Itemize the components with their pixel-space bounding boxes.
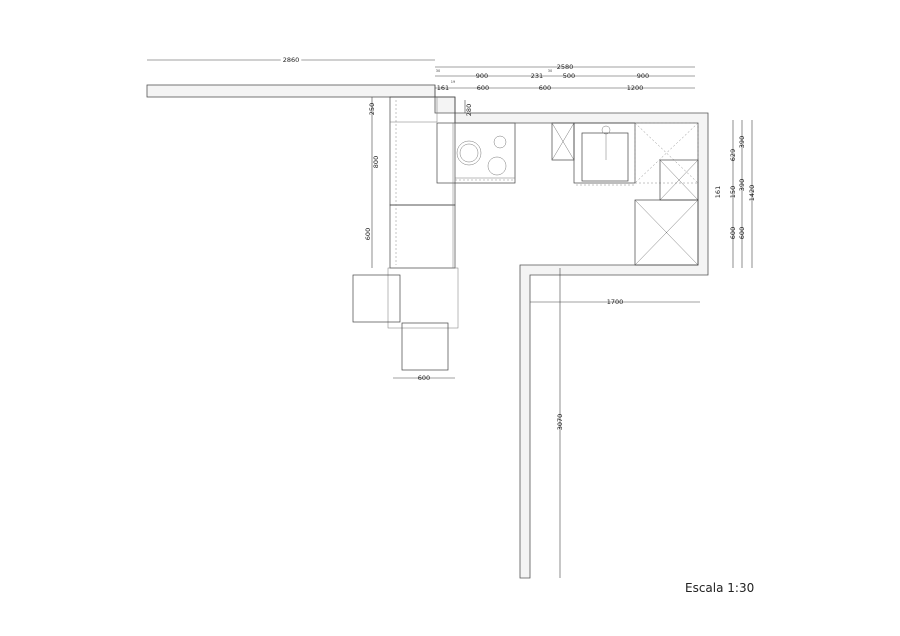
dim-label: 600 <box>477 84 489 92</box>
dim-label: 1700 <box>607 298 624 306</box>
stool-2 <box>401 322 449 371</box>
scale-label: Escala 1:30 <box>685 581 754 595</box>
dim-label: 150 <box>729 186 737 198</box>
dim-label: 500 <box>563 72 575 80</box>
dim-label: 600 <box>729 227 737 239</box>
dim-2580: 2580 <box>557 63 574 71</box>
dimension-labels: 2860 2580 30 900 231 30 500 900 161 19 6… <box>280 56 756 431</box>
dim-label: 1200 <box>627 84 644 92</box>
dim-label: 30 <box>436 69 440 73</box>
left-cabinets <box>387 96 459 329</box>
dim-2860: 2860 <box>283 56 300 64</box>
top-left-wall <box>146 84 436 98</box>
dim-label: 600 <box>539 84 551 92</box>
dimension-lines <box>147 59 753 578</box>
walls <box>146 84 709 579</box>
stool-1 <box>352 274 401 323</box>
dim-label: 900 <box>637 72 649 80</box>
dim-label: 250 <box>368 103 376 115</box>
dim-label: 1420 <box>748 185 756 202</box>
cooktop <box>436 122 516 268</box>
dim-label: 600 <box>418 374 430 382</box>
dim-label: 390 <box>738 136 746 148</box>
dim-label: 800 <box>372 156 380 168</box>
dim-label: 390 <box>738 179 746 191</box>
sink <box>581 132 629 182</box>
corner-cabinets <box>634 122 699 266</box>
dim-label: 600 <box>738 227 746 239</box>
dim-label: 600 <box>364 228 372 240</box>
dim-label: 3070 <box>556 414 564 431</box>
dim-label: 161 <box>437 84 449 92</box>
dim-label: 280 <box>465 104 473 116</box>
dim-label-bg <box>280 56 302 64</box>
dim-label: 19 <box>451 80 455 84</box>
dim-label: 161 <box>714 186 722 198</box>
dim-label: 629 <box>729 149 737 161</box>
dim-label: 231 <box>531 72 543 80</box>
dim-label: 30 <box>548 69 552 73</box>
dim-label: 900 <box>476 72 488 80</box>
sink-cabinet <box>551 122 636 186</box>
base-cabinet-left <box>389 204 456 269</box>
